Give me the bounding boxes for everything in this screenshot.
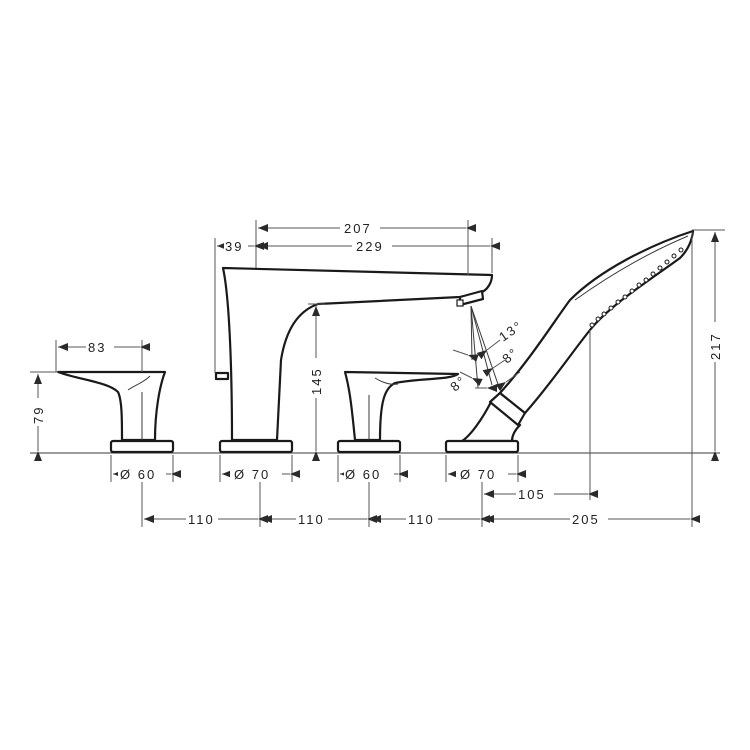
dim-105: 105	[518, 487, 546, 502]
dim-83: 83	[88, 340, 106, 355]
dimension-labels: 207 229 39 83 79 145 217 Ø 60 Ø 70 Ø 60 …	[30, 220, 723, 527]
dim-base-right: Ø 60	[345, 467, 381, 482]
dim-79: 79	[31, 406, 46, 424]
dim-spacing-2: 110	[298, 512, 325, 527]
dim-207: 207	[344, 221, 372, 236]
dim-base-spout: Ø 70	[234, 467, 270, 482]
angle-13: 13°	[496, 317, 526, 344]
dim-39: 39	[225, 239, 243, 254]
dim-spacing-3: 110	[408, 512, 435, 527]
right-handle	[336, 370, 460, 454]
dim-229: 229	[356, 239, 384, 254]
dim-spacing-4: 205	[572, 512, 600, 527]
hand-shower	[444, 229, 695, 454]
left-handle	[56, 370, 175, 454]
dim-spacing-1: 110	[188, 512, 215, 527]
water-jet-lines	[470, 305, 501, 391]
dim-base-left: Ø 60	[120, 467, 156, 482]
spout	[214, 266, 494, 454]
dim-145: 145	[309, 367, 324, 395]
dim-base-shower: Ø 70	[460, 467, 496, 482]
dim-217: 217	[708, 332, 723, 360]
angle-8-right: 8°	[499, 344, 521, 366]
